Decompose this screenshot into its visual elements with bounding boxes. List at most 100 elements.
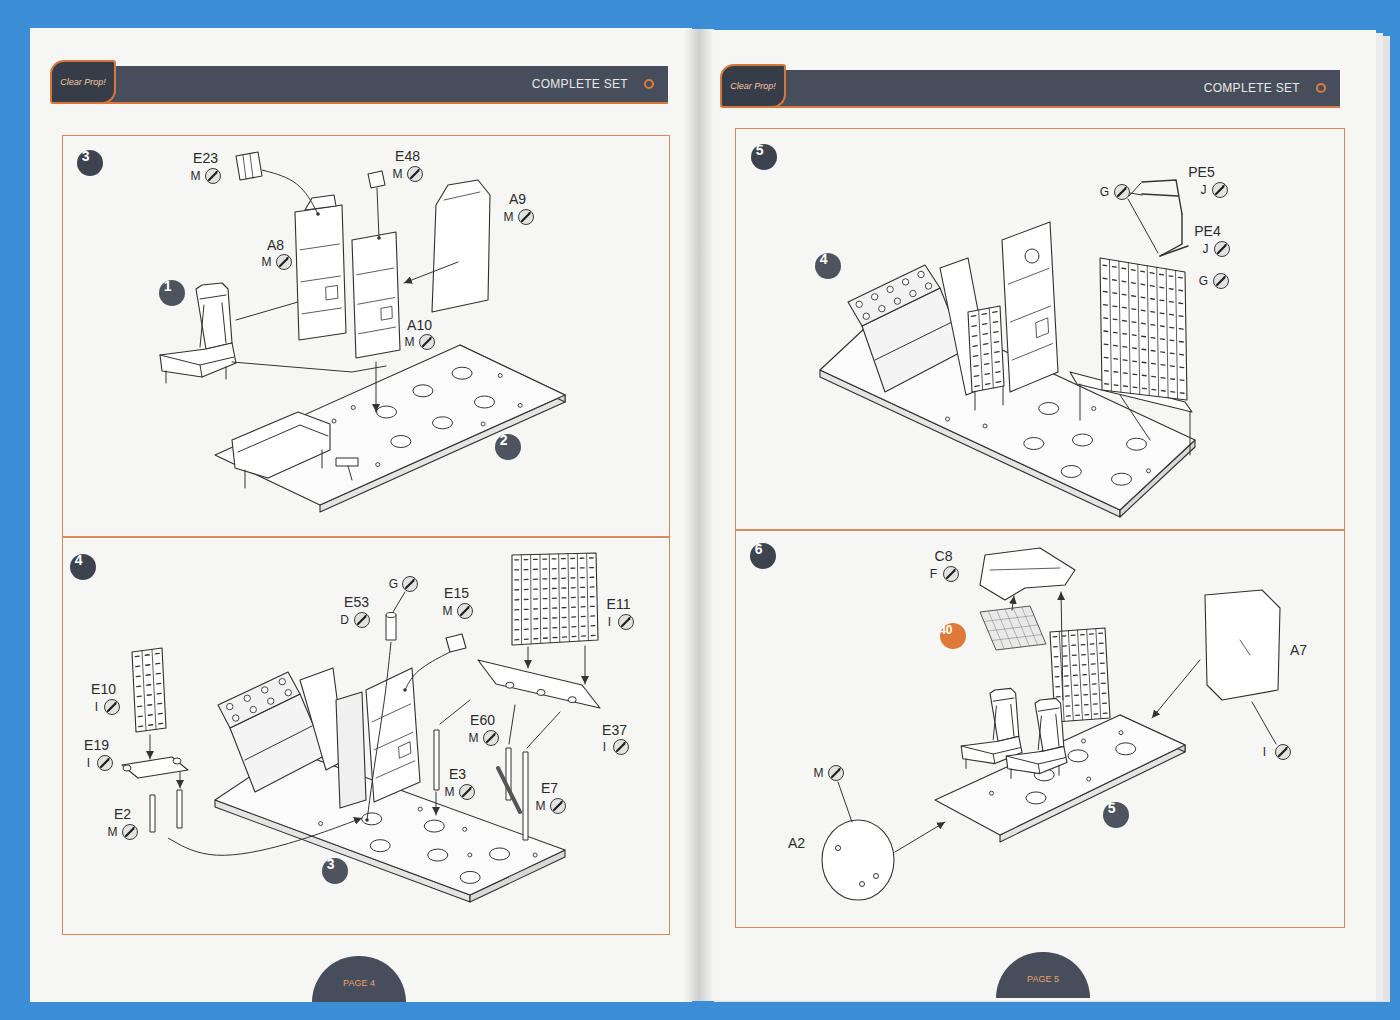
support-rod	[177, 790, 182, 828]
radio-rack-slot	[1152, 389, 1156, 391]
brand-name: Clear Prop!	[730, 81, 776, 91]
callout-number: 2	[500, 433, 508, 447]
paint-code: I	[95, 701, 98, 713]
radio-rack-divider	[979, 310, 983, 390]
radio-rack-divider	[559, 554, 560, 642]
radio-rack-slot	[1083, 674, 1087, 676]
radio-rack-slot	[572, 606, 576, 607]
radio-rack-slot	[590, 567, 594, 568]
radio-rack-slot	[562, 607, 566, 608]
radio-rack-slot	[524, 629, 528, 630]
radio-rack-slot	[590, 557, 594, 558]
seat-harness	[1011, 704, 1014, 736]
floor-hole	[475, 396, 495, 408]
radio-rack-slot	[1104, 304, 1108, 306]
radio-rack-slot	[994, 341, 998, 343]
floor-pin-hole	[351, 406, 355, 410]
floor-pin-hole	[498, 374, 502, 378]
radio-rack-slot	[984, 353, 988, 355]
paint-brush	[622, 619, 629, 626]
paint-code: M	[393, 168, 403, 180]
paint-icon-ring	[1115, 185, 1130, 200]
floor-hole	[1024, 438, 1044, 450]
paint-brush	[108, 704, 115, 711]
radio-rack-slot	[534, 618, 538, 619]
radio-rack-slot	[533, 559, 537, 560]
radio-rack-slot	[1101, 673, 1105, 675]
radio-rack-slot	[1151, 337, 1155, 339]
radio-rack-slot	[515, 599, 519, 600]
rack-leg	[975, 392, 976, 410]
radio-rack-slot	[1082, 664, 1086, 666]
paint-code: G	[1100, 186, 1109, 198]
step-panel: E53DGE15ME11IE10IE19IE60ME37IE3ME7ME2M43	[62, 537, 670, 935]
radio-rack-slot	[1093, 693, 1097, 695]
part-number: E60	[470, 713, 495, 727]
radio-rack-slot	[1085, 714, 1089, 716]
seat-harness	[993, 706, 996, 740]
part-number: PE5	[1188, 165, 1214, 179]
instrument-dial	[262, 687, 268, 693]
radio-rack-slot	[158, 713, 162, 715]
paint-brush-tip	[953, 568, 956, 572]
part-number: E3	[449, 767, 466, 781]
radio-rack-slot	[581, 596, 585, 597]
leader-line	[440, 700, 470, 724]
radio-rack-divider	[142, 651, 146, 731]
radio-rack-slot	[1092, 673, 1096, 675]
step-panel: C8FA7IMA26405	[735, 530, 1345, 928]
floor-hole	[1039, 403, 1059, 415]
radio-rack-slot	[1141, 297, 1145, 299]
radio-rack-slot	[1054, 646, 1058, 648]
radio-rack-slot	[1150, 272, 1154, 274]
radio-rack-slot	[159, 723, 163, 725]
radio-rack-slot	[1105, 370, 1109, 372]
radio-rack-slot	[1150, 285, 1154, 287]
radio-rack-slot	[1094, 713, 1098, 715]
armor-plate-line	[302, 308, 341, 314]
radio-rack-slot	[524, 579, 528, 580]
paint-brush-tip	[528, 211, 531, 215]
paint-code: M	[108, 826, 118, 838]
radio-rack-divider	[540, 554, 542, 643]
radio-rack-slot	[581, 587, 585, 588]
radio-rack-slot	[1161, 351, 1165, 353]
header-band: COMPLETE SET	[725, 70, 1340, 108]
paint-icon	[829, 766, 844, 781]
paint-icon-ring	[519, 210, 534, 225]
bulkhead-oval-hole	[860, 882, 865, 887]
armor-plate-detail	[399, 742, 411, 759]
paint-brush-tip	[1224, 243, 1227, 247]
radio-rack-slot	[1102, 683, 1106, 685]
radio-rack-slot	[1152, 363, 1156, 365]
step-panel: GPE5JPE4JG54	[735, 128, 1345, 530]
decal-grid	[992, 635, 1042, 641]
seat	[1006, 746, 1067, 773]
paint-icon	[1115, 185, 1130, 200]
paint-code: M	[504, 211, 514, 223]
radio-rack-divider	[1078, 630, 1083, 720]
callout-number: 4	[820, 252, 828, 266]
radio-rack-slot	[995, 361, 999, 363]
paint-icon-ring	[277, 255, 292, 270]
instrument-panel	[218, 672, 300, 728]
radio-rack-slot	[1113, 305, 1117, 307]
radio-rack-slot	[1074, 685, 1078, 687]
radio-rack-slot	[971, 315, 975, 317]
instrument-dial	[902, 279, 908, 285]
seat-harness	[222, 303, 226, 343]
radio-rack-slot	[1081, 644, 1085, 646]
paint-brush	[101, 760, 108, 767]
radio-rack-slot	[993, 311, 997, 313]
radio-rack-slot	[582, 635, 586, 637]
paint-icon	[460, 785, 475, 800]
radio-rack-slot	[1179, 341, 1183, 343]
radio-rack-slot	[1132, 308, 1136, 310]
radio-rack-slot	[543, 628, 547, 629]
part-number: E15	[444, 586, 469, 600]
radio-rack-slot	[534, 598, 538, 599]
part-number: A9	[509, 192, 526, 206]
seat-line	[993, 698, 1014, 701]
radio-rack-slot	[156, 673, 160, 675]
radio-rack-slot	[553, 607, 557, 608]
